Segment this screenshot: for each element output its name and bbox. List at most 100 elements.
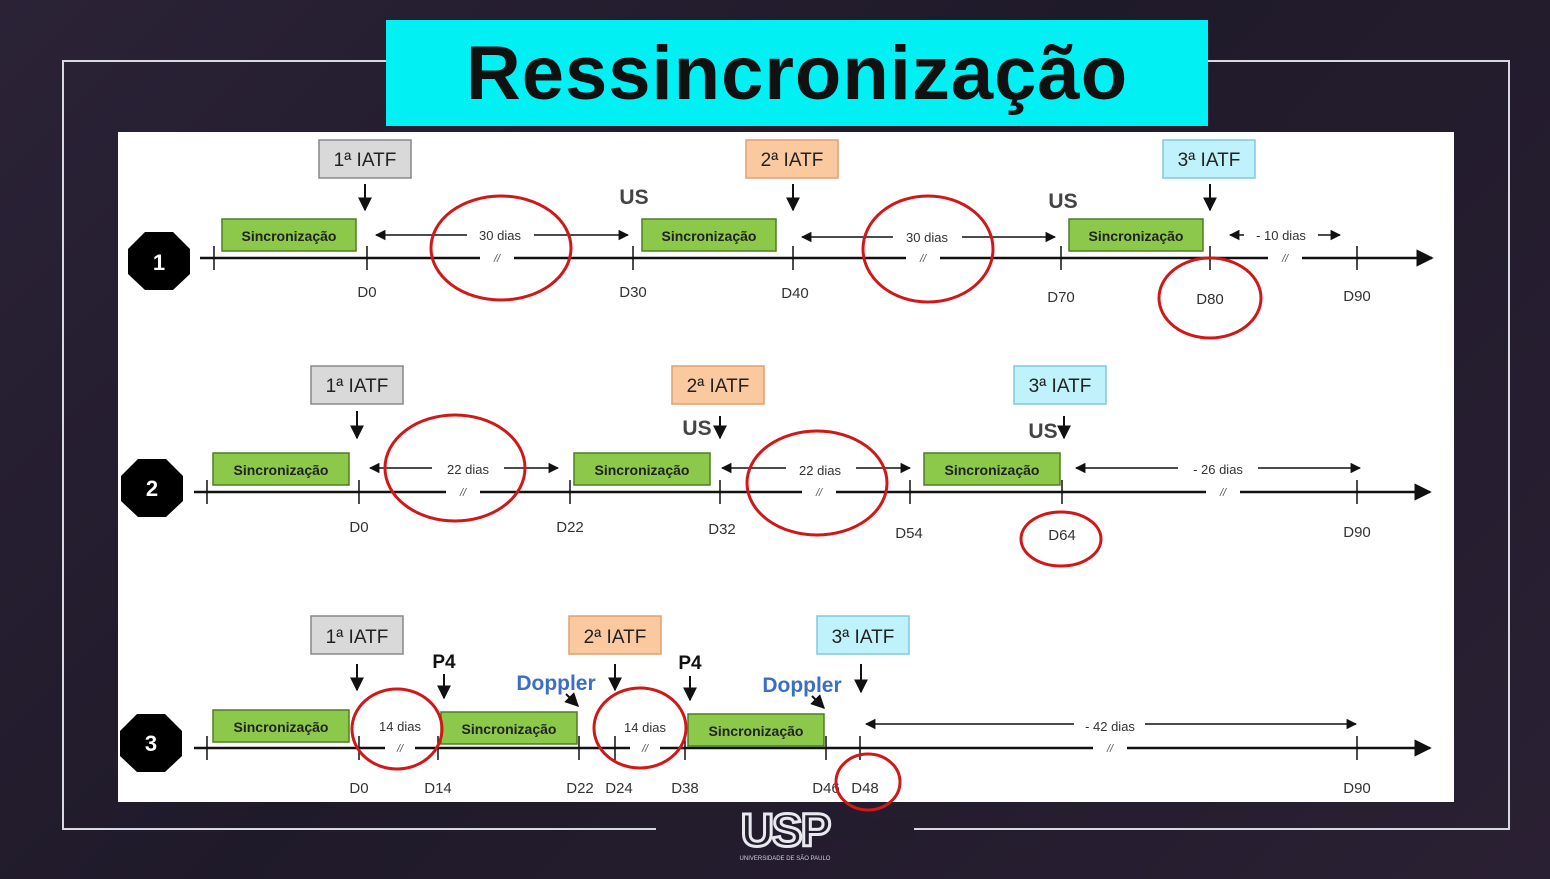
gap-mark: // — [1281, 253, 1289, 265]
day-label: D46 — [812, 780, 840, 797]
day-label: D0 — [349, 519, 368, 536]
protocol-number: 1 — [153, 250, 165, 275]
day-label: D32 — [708, 521, 736, 538]
exam-label-us: US — [1028, 420, 1057, 443]
protocol-badge — [128, 232, 190, 290]
sync-label: Sincronização — [242, 228, 337, 244]
iatf-label: 3ª IATF — [1029, 376, 1092, 397]
day-label: D40 — [781, 285, 809, 302]
protocol-badge — [121, 459, 183, 517]
day-label: D30 — [619, 284, 647, 301]
logo-subtitle: UNIVERSIDADE DE SÃO PAULO — [740, 855, 831, 862]
iatf-box-3 — [1013, 365, 1107, 405]
sync-box — [212, 709, 350, 743]
highlight-circles — [350, 686, 902, 812]
page-title: Ressincronização — [465, 30, 1129, 116]
day-label: D38 — [671, 780, 699, 797]
down-arrows — [358, 184, 1217, 212]
iatf-box-3 — [816, 615, 910, 655]
interval-label: 30 dias — [906, 230, 948, 245]
exam-label-p4: P4 — [432, 652, 456, 673]
sync-label: Sincronização — [1089, 228, 1184, 244]
sync-box — [440, 711, 578, 745]
gap-mark: // — [1219, 487, 1227, 499]
exam-label-doppler: Doppler — [762, 674, 841, 697]
day-label: D80 — [1196, 291, 1224, 308]
interval-label: 14 dias — [379, 719, 421, 734]
day-label: D90 — [1343, 524, 1371, 541]
sync-label: Sincronização — [234, 719, 329, 735]
day-label: D22 — [556, 519, 584, 536]
iatf-label: 3ª IATF — [832, 627, 895, 648]
day-label: D70 — [1047, 289, 1075, 306]
sync-label: Sincronização — [709, 723, 804, 739]
day-label: D0 — [357, 284, 376, 301]
sync-box — [687, 713, 825, 747]
iatf-box-3 — [1162, 139, 1256, 179]
gap-mark: // — [493, 253, 501, 265]
exam-label-us: US — [619, 186, 648, 209]
day-label: D90 — [1343, 288, 1371, 305]
protocol-number: 3 — [145, 731, 157, 756]
iatf-label: 2ª IATF — [687, 376, 750, 397]
interval-label: - 42 dias — [1085, 719, 1135, 734]
usp-logo: USP UNIVERSIDADE DE SÃO PAULO — [739, 803, 834, 863]
sync-label: Sincronização — [234, 462, 329, 478]
exam-label-us: US — [1048, 190, 1077, 213]
protocol-1: 1 // // // Sincronização Sincronização S… — [128, 139, 1434, 340]
interval-label: 22 dias — [799, 463, 841, 478]
sync-label: Sincronização — [945, 462, 1040, 478]
day-label: D90 — [1343, 780, 1371, 797]
highlight-circles — [429, 194, 1263, 340]
iatf-label: 1ª IATF — [326, 627, 389, 648]
logo-gap — [656, 820, 914, 840]
sync-box — [221, 218, 357, 252]
interval-label: 14 dias — [624, 720, 666, 735]
interval-label: - 26 dias — [1193, 462, 1243, 477]
iatf-box-2 — [568, 615, 662, 655]
gap-mark: // — [815, 487, 823, 499]
exam-label-doppler: Doppler — [516, 672, 595, 695]
interval-label: - 10 dias — [1256, 228, 1306, 243]
logo-text: USP — [741, 804, 831, 856]
iatf-box-1 — [318, 139, 412, 179]
title-banner: Ressincronização — [386, 20, 1208, 126]
iatf-label: 1ª IATF — [334, 150, 397, 171]
iatf-label: 2ª IATF — [761, 150, 824, 171]
interval-label: 30 dias — [479, 228, 521, 243]
protocol-badge — [120, 714, 182, 772]
iatf-box-1 — [310, 365, 404, 405]
gap-mark: // — [459, 487, 467, 499]
sync-box — [1068, 218, 1204, 252]
sync-box — [641, 218, 777, 252]
day-label: D48 — [851, 780, 879, 797]
iatf-label: 1ª IATF — [326, 376, 389, 397]
down-arrows — [350, 411, 1071, 440]
sync-box — [573, 452, 711, 486]
protocol-number: 2 — [146, 476, 158, 501]
highlight-circles — [383, 413, 1103, 568]
day-label: D14 — [424, 780, 452, 797]
axis-ticks — [206, 480, 1358, 504]
sync-box — [212, 452, 350, 486]
exam-label-p4: P4 — [678, 653, 702, 674]
protocol-3: 3 // // // Sincronização Sincronização S… — [120, 615, 1432, 812]
gap-mark: // — [641, 743, 649, 755]
interval-arrows — [374, 229, 1342, 243]
sync-box — [923, 452, 1061, 486]
day-label: D64 — [1048, 527, 1076, 544]
iatf-box-1 — [310, 615, 404, 655]
gap-mark: // — [396, 743, 404, 755]
iatf-box-2 — [671, 365, 765, 405]
exam-label-us: US — [682, 417, 711, 440]
day-label: D0 — [349, 780, 368, 797]
gap-mark: // — [1106, 743, 1114, 755]
iatf-label: 2ª IATF — [584, 627, 647, 648]
day-label: D22 — [566, 780, 594, 797]
iatf-box-2 — [745, 139, 839, 179]
iatf-label: 3ª IATF — [1178, 150, 1241, 171]
sync-label: Sincronização — [662, 228, 757, 244]
down-arrows — [350, 664, 868, 709]
day-label: D54 — [895, 525, 923, 542]
